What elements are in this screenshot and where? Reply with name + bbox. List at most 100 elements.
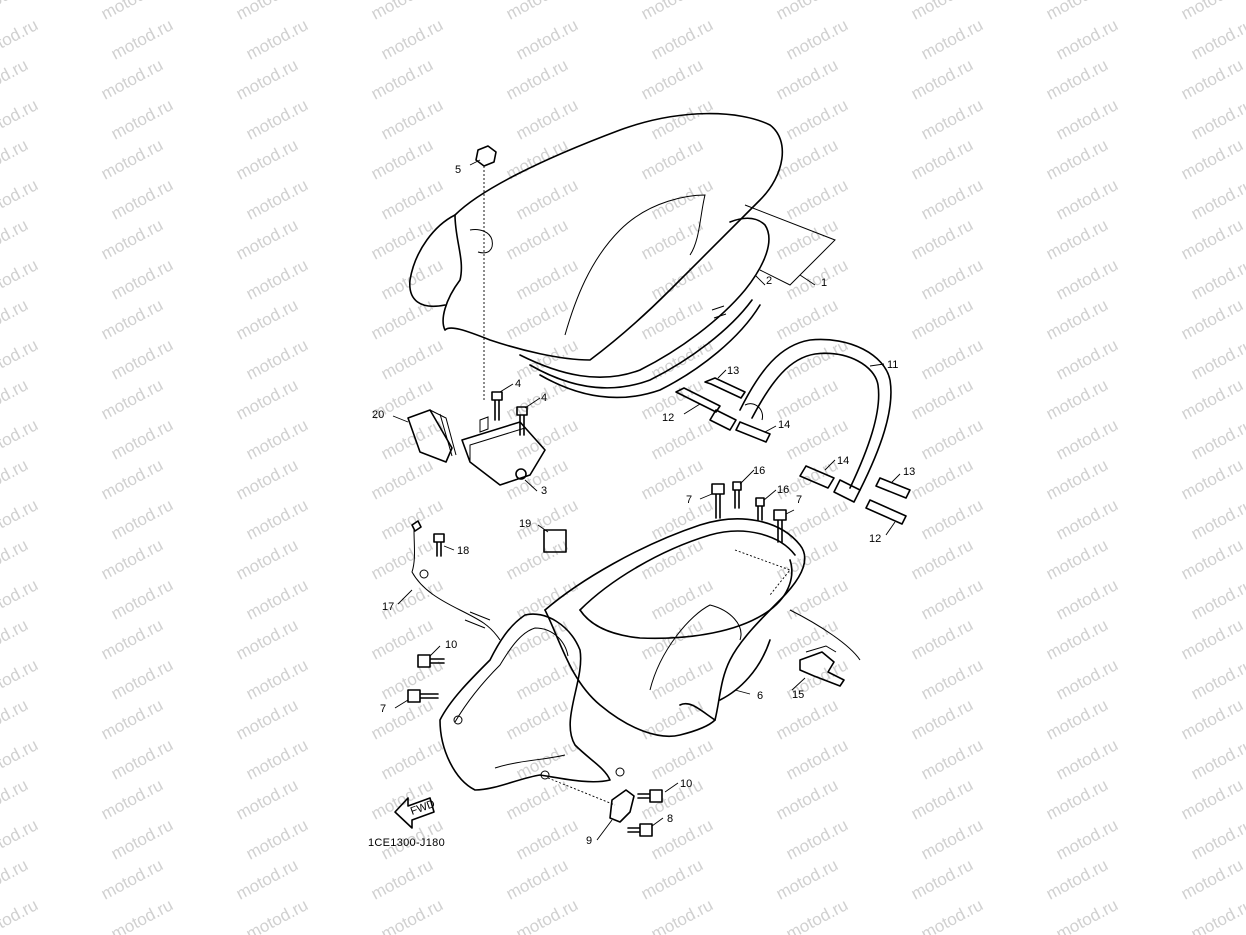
watermark-text: motod.ru xyxy=(1043,0,1111,24)
callout-9: 9 xyxy=(586,835,592,847)
watermark-text: motod.ru xyxy=(783,575,851,623)
watermark-text: motod.ru xyxy=(908,775,976,823)
watermark-text: motod.ru xyxy=(1188,895,1246,935)
seat-lock-cable xyxy=(411,520,501,641)
watermark-text: motod.ru xyxy=(243,575,311,623)
watermark-text: motod.ru xyxy=(368,55,436,103)
watermark-text: motod.ru xyxy=(98,535,166,583)
watermark-text: motod.ru xyxy=(1043,775,1111,823)
screw-10-b xyxy=(637,789,663,803)
watermark-text: motod.ru xyxy=(1053,895,1121,935)
bolt-13-b xyxy=(875,477,911,499)
watermark-text: motod.ru xyxy=(233,375,301,423)
screw-16-a xyxy=(732,481,742,509)
watermark-text: motod.ru xyxy=(243,415,311,463)
watermark-text: motod.ru xyxy=(108,735,176,783)
callout-5: 5 xyxy=(455,164,461,176)
watermark-text: motod.ru xyxy=(1178,455,1246,503)
watermark-text: motod.ru xyxy=(233,0,301,24)
watermark-text: motod.ru xyxy=(773,295,841,343)
callout-17: 17 xyxy=(382,601,394,613)
watermark-text: motod.ru xyxy=(773,855,841,903)
watermark-text: motod.ru xyxy=(783,15,851,63)
seat-lock-assembly xyxy=(789,609,861,687)
watermark-text: motod.ru xyxy=(918,255,986,303)
screw-7-a xyxy=(711,483,725,519)
watermark-text: motod.ru xyxy=(908,0,976,24)
bolt-12-b xyxy=(865,499,907,525)
watermark-text: motod.ru xyxy=(233,615,301,663)
callout-1: 1 xyxy=(821,277,827,289)
watermark-text: motod.ru xyxy=(233,55,301,103)
watermark-text: motod.ru xyxy=(918,415,986,463)
callout-18: 18 xyxy=(457,545,469,557)
callout-4-a: 4 xyxy=(515,378,521,390)
watermark-text: motod.ru xyxy=(513,95,581,143)
watermark-text: motod.ru xyxy=(98,855,166,903)
watermark-text: motod.ru xyxy=(503,615,571,663)
watermark-text: motod.ru xyxy=(908,455,976,503)
callout-10-b: 10 xyxy=(680,778,692,790)
watermark-text: motod.ru xyxy=(378,575,446,623)
watermark-text: motod.ru xyxy=(513,815,581,863)
watermark-text: motod.ru xyxy=(0,535,31,583)
callout-7-a: 7 xyxy=(686,494,692,506)
watermark-text: motod.ru xyxy=(108,255,176,303)
watermark-text: motod.ru xyxy=(773,775,841,823)
watermark-text: motod.ru xyxy=(513,895,581,935)
bracket-9 xyxy=(547,777,635,823)
watermark-text: motod.ru xyxy=(503,855,571,903)
watermark-text: motod.ru xyxy=(638,215,706,263)
watermark-text: motod.ru xyxy=(783,175,851,223)
watermark-text: motod.ru xyxy=(783,495,851,543)
watermark-text: motod.ru xyxy=(648,415,716,463)
watermark-text: motod.ru xyxy=(243,335,311,383)
seat-cover-panel xyxy=(744,204,836,286)
watermark-text: motod.ru xyxy=(648,815,716,863)
watermark-text: motod.ru xyxy=(368,135,436,183)
watermark-text: motod.ru xyxy=(773,55,841,103)
callout-10-a: 10 xyxy=(445,639,457,651)
watermark-text: motod.ru xyxy=(918,175,986,223)
watermark-text: motod.ru xyxy=(773,695,841,743)
watermark-text: motod.ru xyxy=(378,495,446,543)
watermark-text: motod.ru xyxy=(108,335,176,383)
watermark-text: motod.ru xyxy=(638,55,706,103)
callout-20: 20 xyxy=(372,409,384,421)
fwd-arrow-icon: FWD xyxy=(394,797,437,829)
watermark-text: motod.ru xyxy=(1178,375,1246,423)
storage-box xyxy=(544,518,806,737)
watermark-text: motod.ru xyxy=(233,535,301,583)
watermark-text: motod.ru xyxy=(0,695,31,743)
watermark-text: motod.ru xyxy=(108,15,176,63)
watermark-text: motod.ru xyxy=(638,615,706,663)
watermark-text: motod.ru xyxy=(1178,55,1246,103)
watermark-text: motod.ru xyxy=(98,135,166,183)
watermark-text: motod.ru xyxy=(783,95,851,143)
front-pocket xyxy=(439,613,625,791)
watermark-text: motod.ru xyxy=(0,855,31,903)
watermark-text: motod.ru xyxy=(648,895,716,935)
watermark-text: motod.ru xyxy=(773,375,841,423)
watermark-text: motod.ru xyxy=(233,695,301,743)
bolt-13-a xyxy=(704,377,746,399)
watermark-text: motod.ru xyxy=(1178,535,1246,583)
leader-lines xyxy=(392,159,901,841)
watermark-text: motod.ru xyxy=(98,0,166,24)
callout-2: 2 xyxy=(766,275,772,287)
callouts: 1 2 3 4 4 5 6 7 7 7 8 9 10 10 11 12 12 1… xyxy=(372,164,915,847)
watermark-text: motod.ru xyxy=(513,175,581,223)
watermark-text: motod.ru xyxy=(648,175,716,223)
watermark-text: motod.ru xyxy=(513,655,581,703)
watermark-text: motod.ru xyxy=(98,55,166,103)
watermark-text: motod.ru xyxy=(243,495,311,543)
watermark-text: motod.ru xyxy=(378,95,446,143)
watermark-text: motod.ru xyxy=(1178,615,1246,663)
screw-7-b xyxy=(773,509,787,543)
watermark-text: motod.ru xyxy=(108,655,176,703)
watermark-text: motod.ru xyxy=(1053,15,1121,63)
watermark-text: motod.ru xyxy=(1053,655,1121,703)
watermark-text: motod.ru xyxy=(638,855,706,903)
watermark-text: motod.ru xyxy=(1053,175,1121,223)
